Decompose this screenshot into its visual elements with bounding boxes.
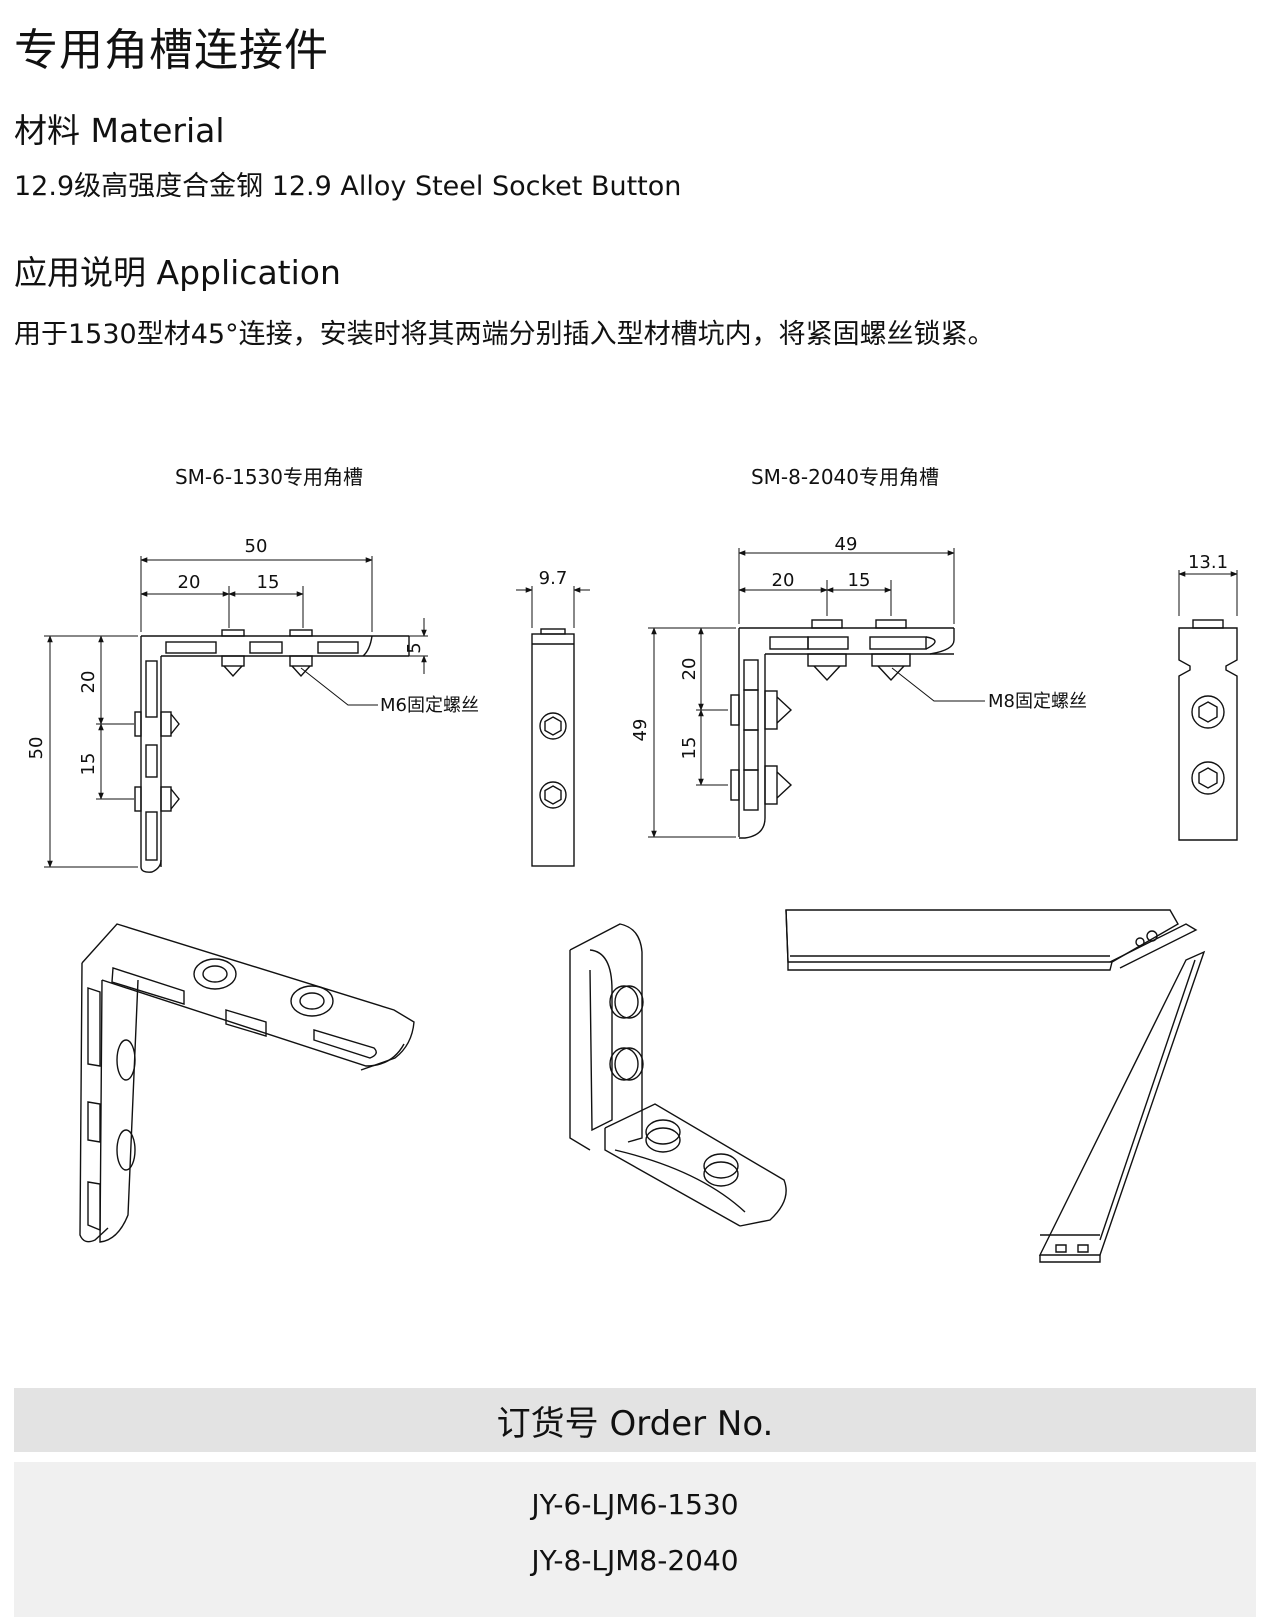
drawing1-dim-total-width: 50 xyxy=(245,536,268,557)
drawing1-side-width: 9.7 xyxy=(539,568,568,589)
drawing2-dim-b: 15 xyxy=(848,570,871,591)
application-text: 用于1530型材45°连接，安装时将其两端分别插入型材槽坑内，将紧固螺丝锁紧。 xyxy=(14,319,995,350)
page-title: 专用角槽连接件 xyxy=(14,25,329,76)
isometric-bracket-1 xyxy=(79,923,415,1243)
drawing2-dim-total-height: 49 xyxy=(630,719,651,742)
order-list: JY-6-LJM6-1530 JY-8-LJM8-2040 xyxy=(14,1462,1256,1617)
technical-drawings: SM-6-1530专用角槽 SM-8-2040专用角槽 50 20 15 5 5… xyxy=(26,465,1238,1263)
order-heading: 订货号 Order No. xyxy=(14,1388,1256,1452)
drawing1-screw-label: M6固定螺丝 xyxy=(380,695,479,716)
drawing2-front-view xyxy=(648,548,985,839)
drawing1-dim-va: 20 xyxy=(78,671,99,694)
drawing2-side-width: 13.1 xyxy=(1188,552,1228,573)
drawing1-dim-a: 20 xyxy=(178,572,201,593)
profile-assembly xyxy=(785,909,1206,1263)
drawing1-label: SM-6-1530专用角槽 xyxy=(175,465,363,489)
drawing2-dim-va: 20 xyxy=(679,658,700,681)
drawing1-front-view xyxy=(44,556,428,873)
drawing2-screw-label: M8固定螺丝 xyxy=(988,691,1087,712)
isometric-bracket-2 xyxy=(569,923,787,1227)
drawing2-label: SM-8-2040专用角槽 xyxy=(751,465,939,489)
material-text: 12.9级高强度合金钢 12.9 Alloy Steel Socket Butt… xyxy=(14,171,682,202)
drawing1-dim-total-height: 50 xyxy=(26,737,47,760)
order-item: JY-6-LJM6-1530 xyxy=(531,1488,739,1521)
order-item: JY-8-LJM8-2040 xyxy=(531,1544,739,1577)
material-heading: 材料 Material xyxy=(14,111,225,150)
application-heading: 应用说明 Application xyxy=(14,253,341,292)
drawing1-dim-vb: 15 xyxy=(78,753,99,776)
drawing1-dim-b: 15 xyxy=(257,572,280,593)
drawing1-side-view xyxy=(516,586,590,867)
drawing2-dim-total-width: 49 xyxy=(835,534,858,555)
drawing2-dim-a: 20 xyxy=(772,570,795,591)
drawing1-dim-thickness: 5 xyxy=(404,642,425,653)
drawing2-side-view xyxy=(1178,570,1238,841)
drawing2-dim-vb: 15 xyxy=(679,737,700,760)
